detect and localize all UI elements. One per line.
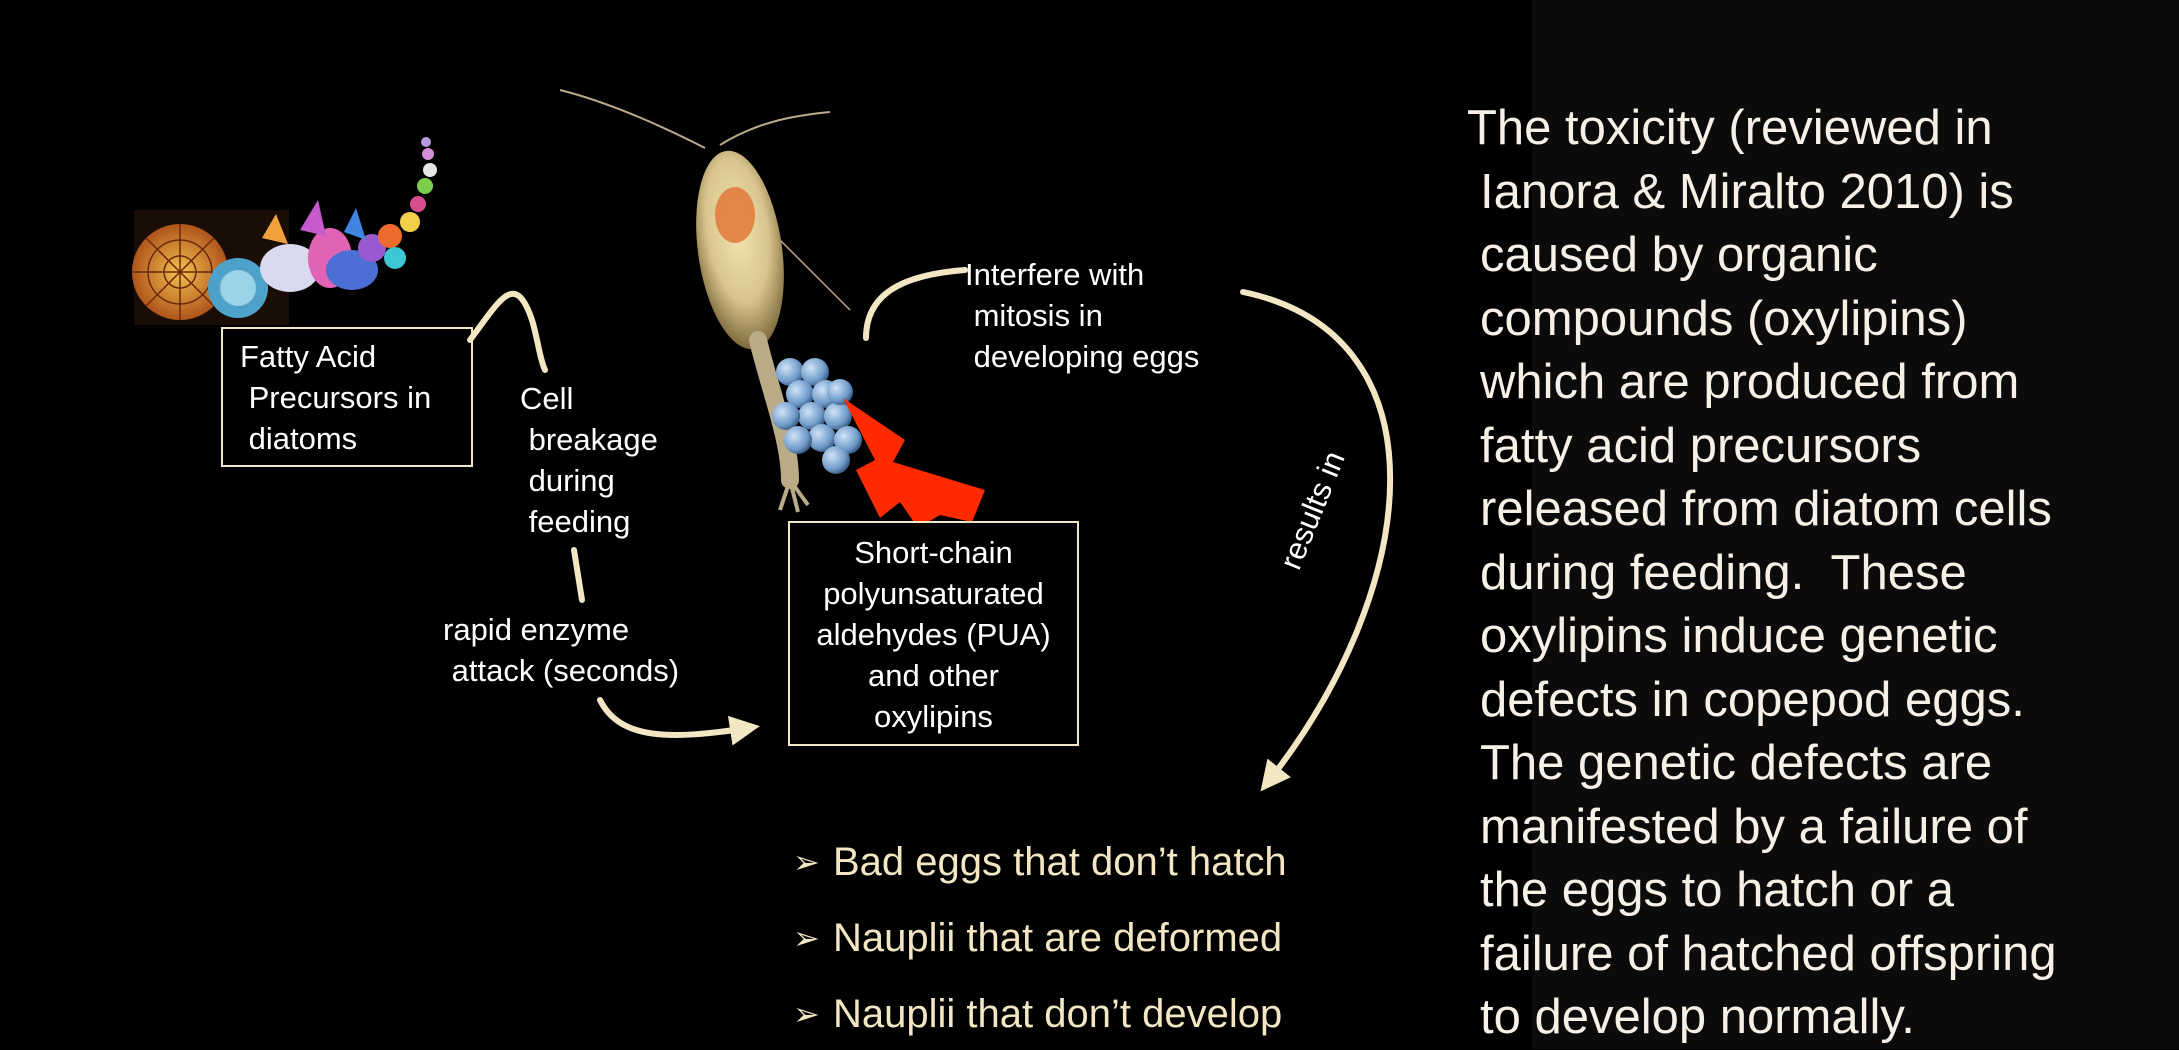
arrow-enzyme-to-pua xyxy=(600,700,748,735)
outcome-text: Nauplii that are deformed xyxy=(833,916,1282,960)
description-line: manifested by a failure of xyxy=(1462,796,2057,860)
description-line: released from diatom cells xyxy=(1462,478,2057,542)
pua-line-1: Short-chain xyxy=(790,532,1077,573)
description-line: which are produced from xyxy=(1462,351,2057,415)
description-line: The toxicity (reviewed in xyxy=(1462,97,2057,161)
outcome-text: Nauplii that don’t develop xyxy=(833,992,1282,1036)
fatty-acid-line-1: Fatty Acid xyxy=(240,336,376,377)
connector-breakage-to-enzyme xyxy=(574,550,582,600)
bullet-arrow-icon: ➢ xyxy=(793,990,833,1038)
connector-to-interfere xyxy=(866,270,965,338)
pua-line-4: and other xyxy=(790,655,1077,696)
description-line: compounds (oxylipins) xyxy=(1462,288,2057,352)
pua-line-5: oxylipins xyxy=(790,696,1077,737)
pua-line-2: polyunsaturated xyxy=(790,573,1077,614)
description-paragraph: The toxicity (reviewed in Ianora & Miral… xyxy=(1462,97,2057,1050)
description-line: failure of hatched offspring xyxy=(1462,923,2057,987)
description-line: oxylipins induce genetic xyxy=(1462,605,2057,669)
interfere-line-3: developing eggs xyxy=(965,336,1199,377)
description-line: fatty acid precursors xyxy=(1462,415,2057,479)
outcome-item: ➢Nauplii that are deformed xyxy=(793,914,1282,962)
description-line: the eggs to hatch or a xyxy=(1462,859,2057,923)
rapid-enzyme-line-2: attack (seconds) xyxy=(443,650,679,691)
fatty-acid-line-3: diatoms xyxy=(240,418,357,459)
outcome-item: ➢Bad eggs that don’t hatch xyxy=(793,838,1287,886)
description-line: during feeding. These xyxy=(1462,542,2057,606)
lightning-bolt-icon xyxy=(843,398,985,528)
description-line: caused by organic xyxy=(1462,224,2057,288)
description-line: The genetic defects are xyxy=(1462,732,2057,796)
diatom-illustration xyxy=(132,137,437,325)
description-line: Ianora & Miralto 2010) is xyxy=(1462,161,2057,225)
pua-line-3: aldehydes (PUA) xyxy=(790,614,1077,655)
description-line: to develop normally. xyxy=(1462,986,2057,1050)
description-line: defects in copepod eggs. xyxy=(1462,669,2057,733)
interfere-line-2: mitosis in xyxy=(965,295,1103,336)
outcome-item: ➢Nauplii that don’t develop xyxy=(793,990,1282,1038)
cell-breakage-line-4: feeding xyxy=(520,501,630,542)
connector-fatty-acid-to-breakage xyxy=(470,294,545,370)
cell-breakage-line-2: breakage xyxy=(520,419,658,460)
outcome-text: Bad eggs that don’t hatch xyxy=(833,840,1287,884)
cell-breakage-line-1: Cell xyxy=(520,378,573,419)
interfere-line-1: Interfere with xyxy=(965,254,1144,295)
fatty-acid-line-2: Precursors in xyxy=(240,377,431,418)
rapid-enzyme-line-1: rapid enzyme xyxy=(443,609,629,650)
bullet-arrow-icon: ➢ xyxy=(793,914,833,962)
cell-breakage-line-3: during xyxy=(520,460,615,501)
bullet-arrow-icon: ➢ xyxy=(793,838,833,886)
